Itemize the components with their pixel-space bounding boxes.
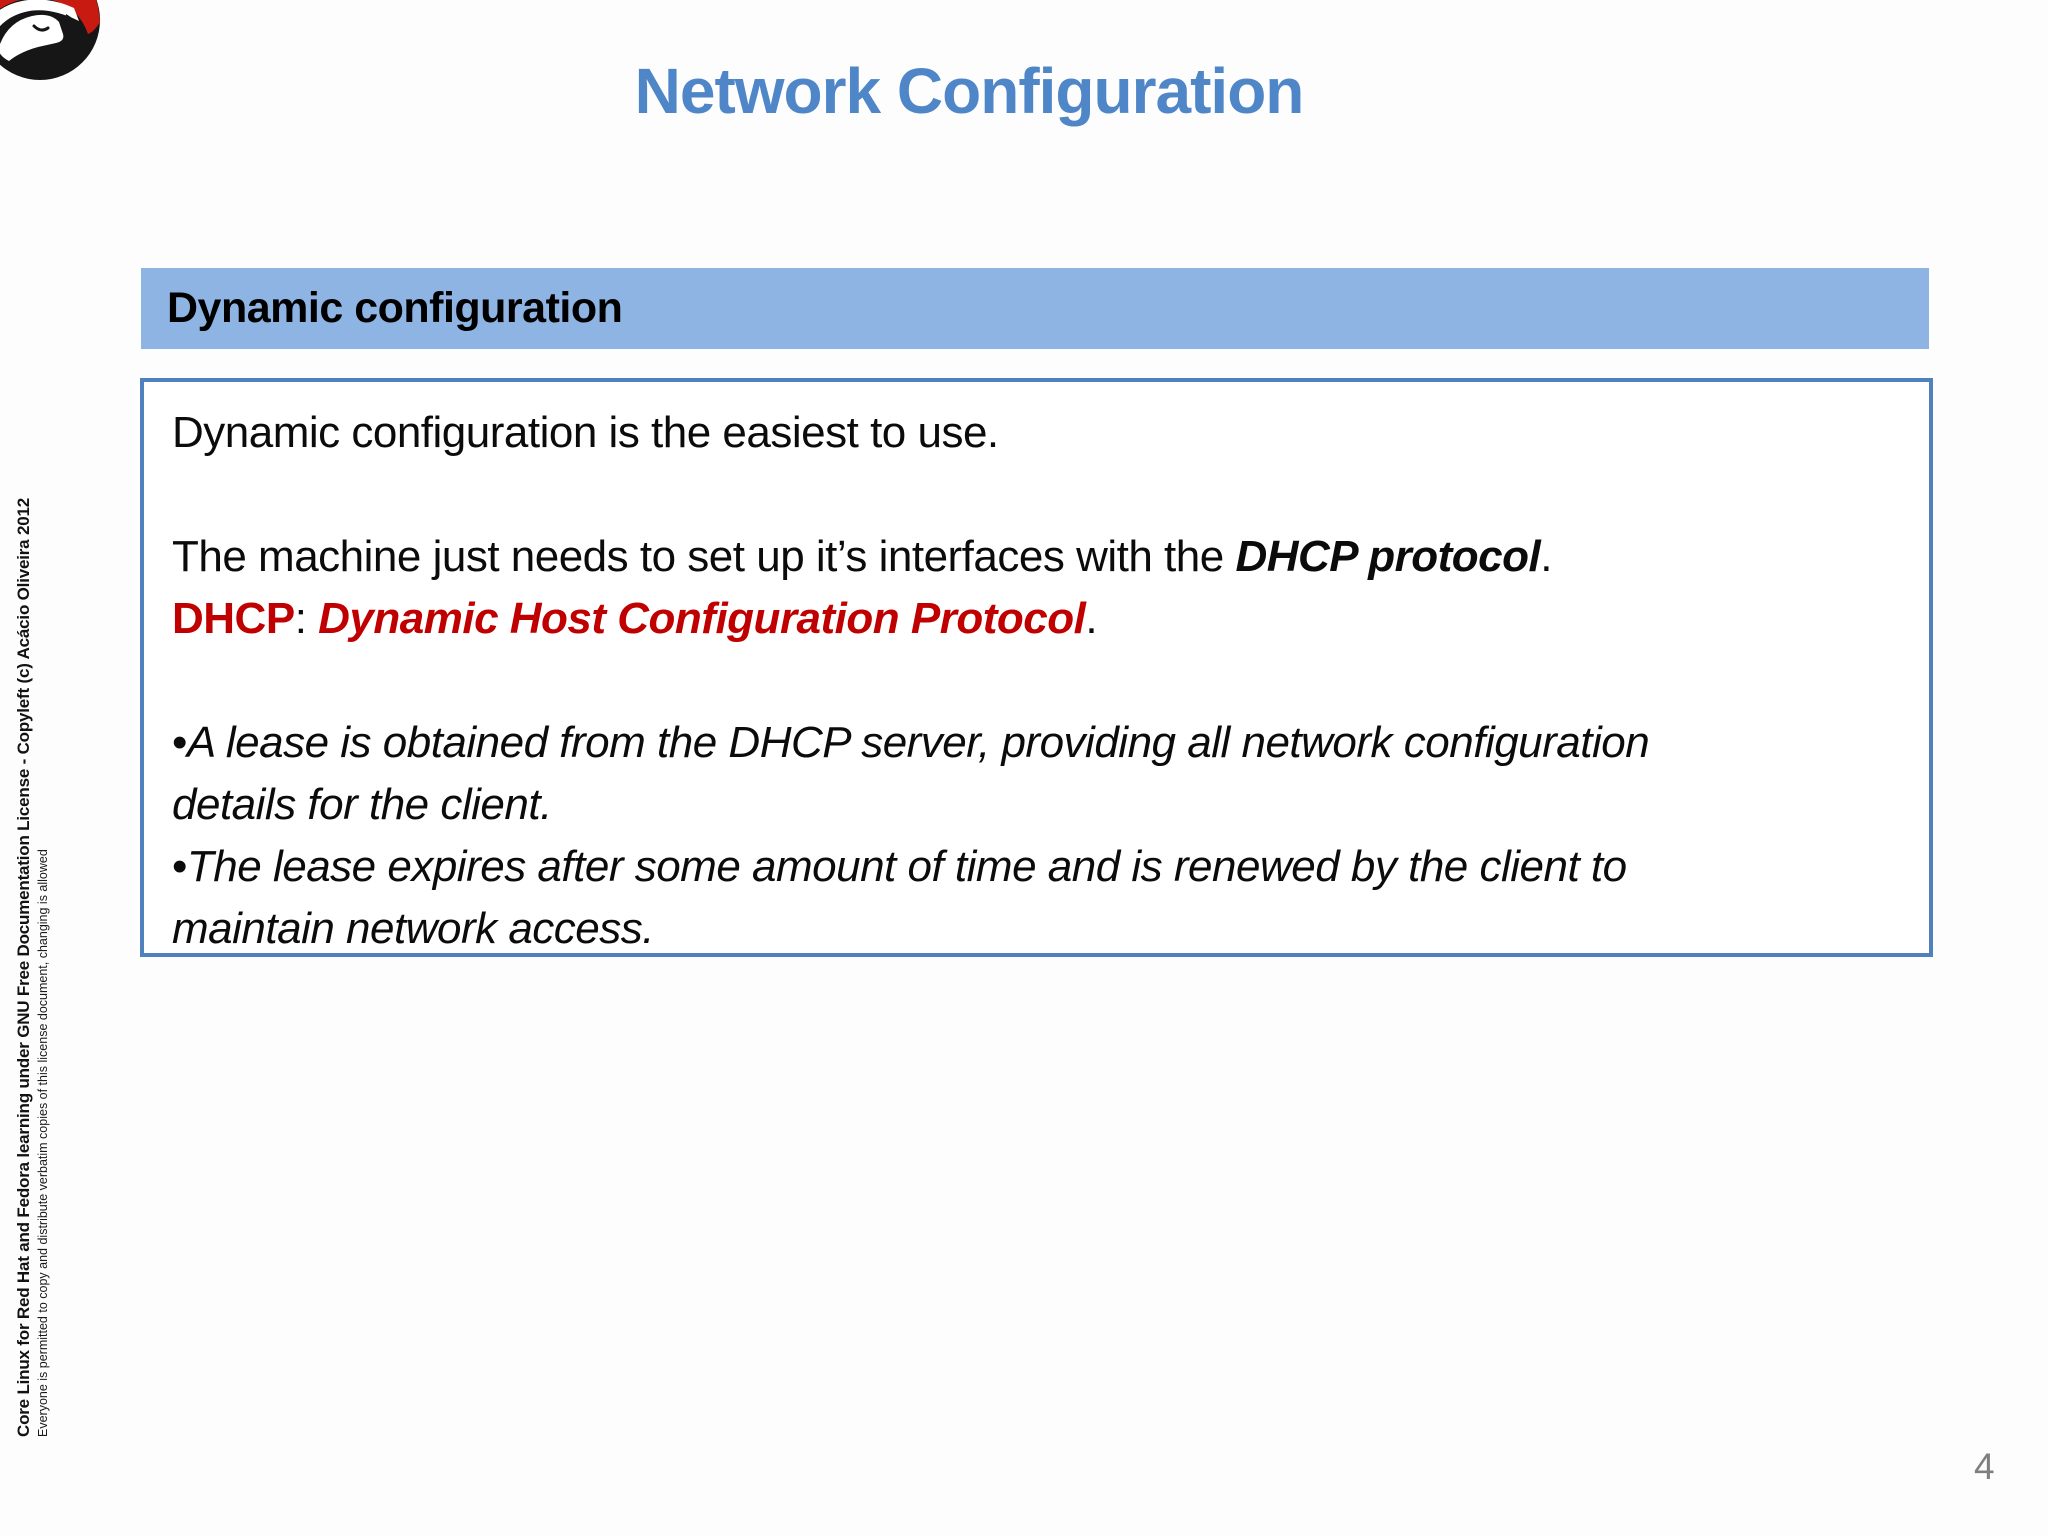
redhat-shadowman-logo (0, 0, 110, 95)
license-sidebar: Core Linux for Red Hat and Fedora learni… (13, 397, 51, 1437)
bullet-lease-obtained: •A lease is obtained from the DHCP serve… (172, 718, 1650, 829)
page-number: 4 (1974, 1446, 1995, 1487)
slide-title: Network Configuration (634, 55, 1305, 127)
bullet-lease-expires: •The lease expires after some amount of … (172, 842, 1627, 953)
license-text-bold: Core Linux for Red Hat and Fedora learni… (14, 498, 33, 1437)
dhcp-term: DHCP (172, 594, 295, 643)
bullet-icon: • (172, 842, 187, 891)
bullet-icon: • (172, 718, 187, 767)
license-text-small: Everyone is permitted to copy and distri… (36, 849, 50, 1437)
redhat-shadowman-icon (0, 0, 100, 80)
section-header-bar: Dynamic configuration (141, 268, 1929, 349)
dhcp-protocol-emphasis: DHCP protocol (1235, 532, 1541, 581)
paragraph-intro: Dynamic configuration is the easiest to … (172, 408, 999, 457)
paragraph-dhcp: The machine just needs to set up it’s in… (172, 532, 1552, 643)
dhcp-definition: Dynamic Host Configuration Protocol (318, 594, 1086, 643)
content-box: Dynamic configuration is the easiest to … (140, 378, 1933, 957)
section-header-label: Dynamic configuration (167, 284, 623, 332)
